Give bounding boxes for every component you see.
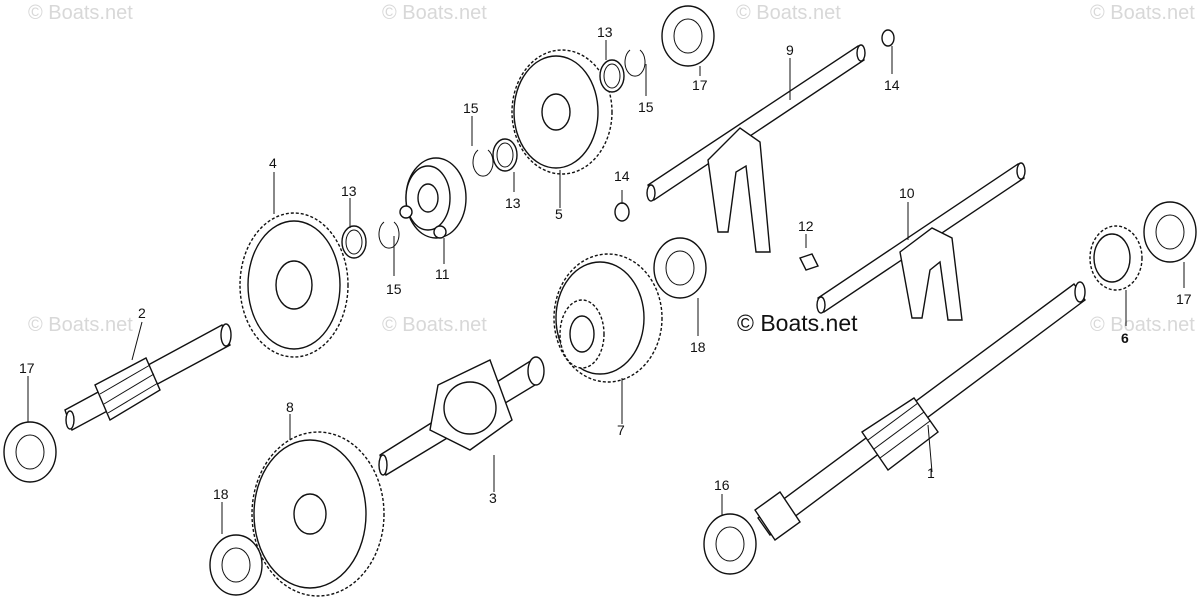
callout-11: 11 bbox=[435, 266, 450, 282]
part-15-circlip[interactable] bbox=[378, 221, 400, 249]
callout-17: 17 bbox=[692, 77, 708, 93]
part-11-hub[interactable] bbox=[399, 157, 467, 239]
part-18-bearing[interactable] bbox=[209, 534, 263, 596]
part-17-bearing[interactable] bbox=[1143, 201, 1197, 263]
callout-2: 2 bbox=[138, 305, 146, 321]
callout-13: 13 bbox=[505, 195, 521, 211]
part-9-fork-shaft[interactable] bbox=[646, 44, 866, 253]
callout-1: 1 bbox=[927, 465, 935, 481]
watermark: © Boats.net bbox=[1090, 2, 1195, 24]
callout-18: 18 bbox=[213, 486, 229, 502]
part-12-pin[interactable] bbox=[799, 253, 819, 271]
part-16-bearing[interactable] bbox=[703, 513, 757, 575]
callout-4: 4 bbox=[269, 155, 277, 171]
callout-14: 14 bbox=[884, 77, 900, 93]
part-14-circlip[interactable] bbox=[614, 202, 630, 222]
callout-13: 13 bbox=[597, 24, 613, 40]
callout-15: 15 bbox=[463, 100, 479, 116]
part-5-gear[interactable] bbox=[511, 49, 613, 175]
callout-10: 10 bbox=[899, 185, 915, 201]
part-7-gear[interactable] bbox=[553, 253, 663, 383]
leader-line bbox=[927, 424, 933, 473]
callout-6: 6 bbox=[1121, 330, 1129, 346]
callout-15: 15 bbox=[638, 99, 654, 115]
part-1-shaft[interactable] bbox=[754, 281, 1086, 541]
callout-5: 5 bbox=[555, 206, 563, 222]
part-17-bearing[interactable] bbox=[661, 5, 715, 67]
part-6-gear[interactable] bbox=[1089, 225, 1143, 291]
watermark: © Boats.net bbox=[28, 314, 133, 336]
callout-18: 18 bbox=[690, 339, 706, 355]
watermark: © Boats.net bbox=[382, 314, 487, 336]
brand-label: © Boats.net bbox=[737, 310, 858, 336]
watermark: © Boats.net bbox=[28, 2, 133, 24]
part-18-bearing[interactable] bbox=[653, 237, 707, 299]
callout-16: 16 bbox=[714, 477, 730, 493]
part-8-gear[interactable] bbox=[251, 431, 385, 597]
watermark: © Boats.net bbox=[382, 2, 487, 24]
watermark: © Boats.net bbox=[1090, 314, 1195, 336]
part-2-shaft[interactable] bbox=[64, 323, 232, 432]
part-15-circlip[interactable] bbox=[472, 149, 494, 177]
callout-9: 9 bbox=[786, 42, 794, 58]
callout-7: 7 bbox=[617, 422, 625, 438]
part-10-fork-shaft[interactable] bbox=[816, 162, 1026, 321]
part-15-circlip[interactable] bbox=[624, 49, 646, 77]
part-14-circlip[interactable] bbox=[881, 29, 895, 47]
part-17-bearing[interactable] bbox=[3, 421, 57, 483]
callout-14: 14 bbox=[614, 168, 630, 184]
part-3-sprocket-shaft[interactable] bbox=[378, 356, 545, 477]
callout-15: 15 bbox=[386, 281, 402, 297]
part-13-washer[interactable] bbox=[492, 138, 518, 172]
leader-line bbox=[131, 321, 143, 361]
part-13-washer[interactable] bbox=[341, 225, 367, 259]
callout-17: 17 bbox=[1176, 291, 1192, 307]
watermark: © Boats.net bbox=[736, 2, 841, 24]
callout-3: 3 bbox=[489, 490, 497, 506]
callout-13: 13 bbox=[341, 183, 357, 199]
callout-12: 12 bbox=[798, 218, 814, 234]
part-13-washer[interactable] bbox=[599, 59, 625, 93]
part-4-gear[interactable] bbox=[239, 212, 349, 358]
callout-8: 8 bbox=[286, 399, 294, 415]
callout-17: 17 bbox=[19, 360, 35, 376]
